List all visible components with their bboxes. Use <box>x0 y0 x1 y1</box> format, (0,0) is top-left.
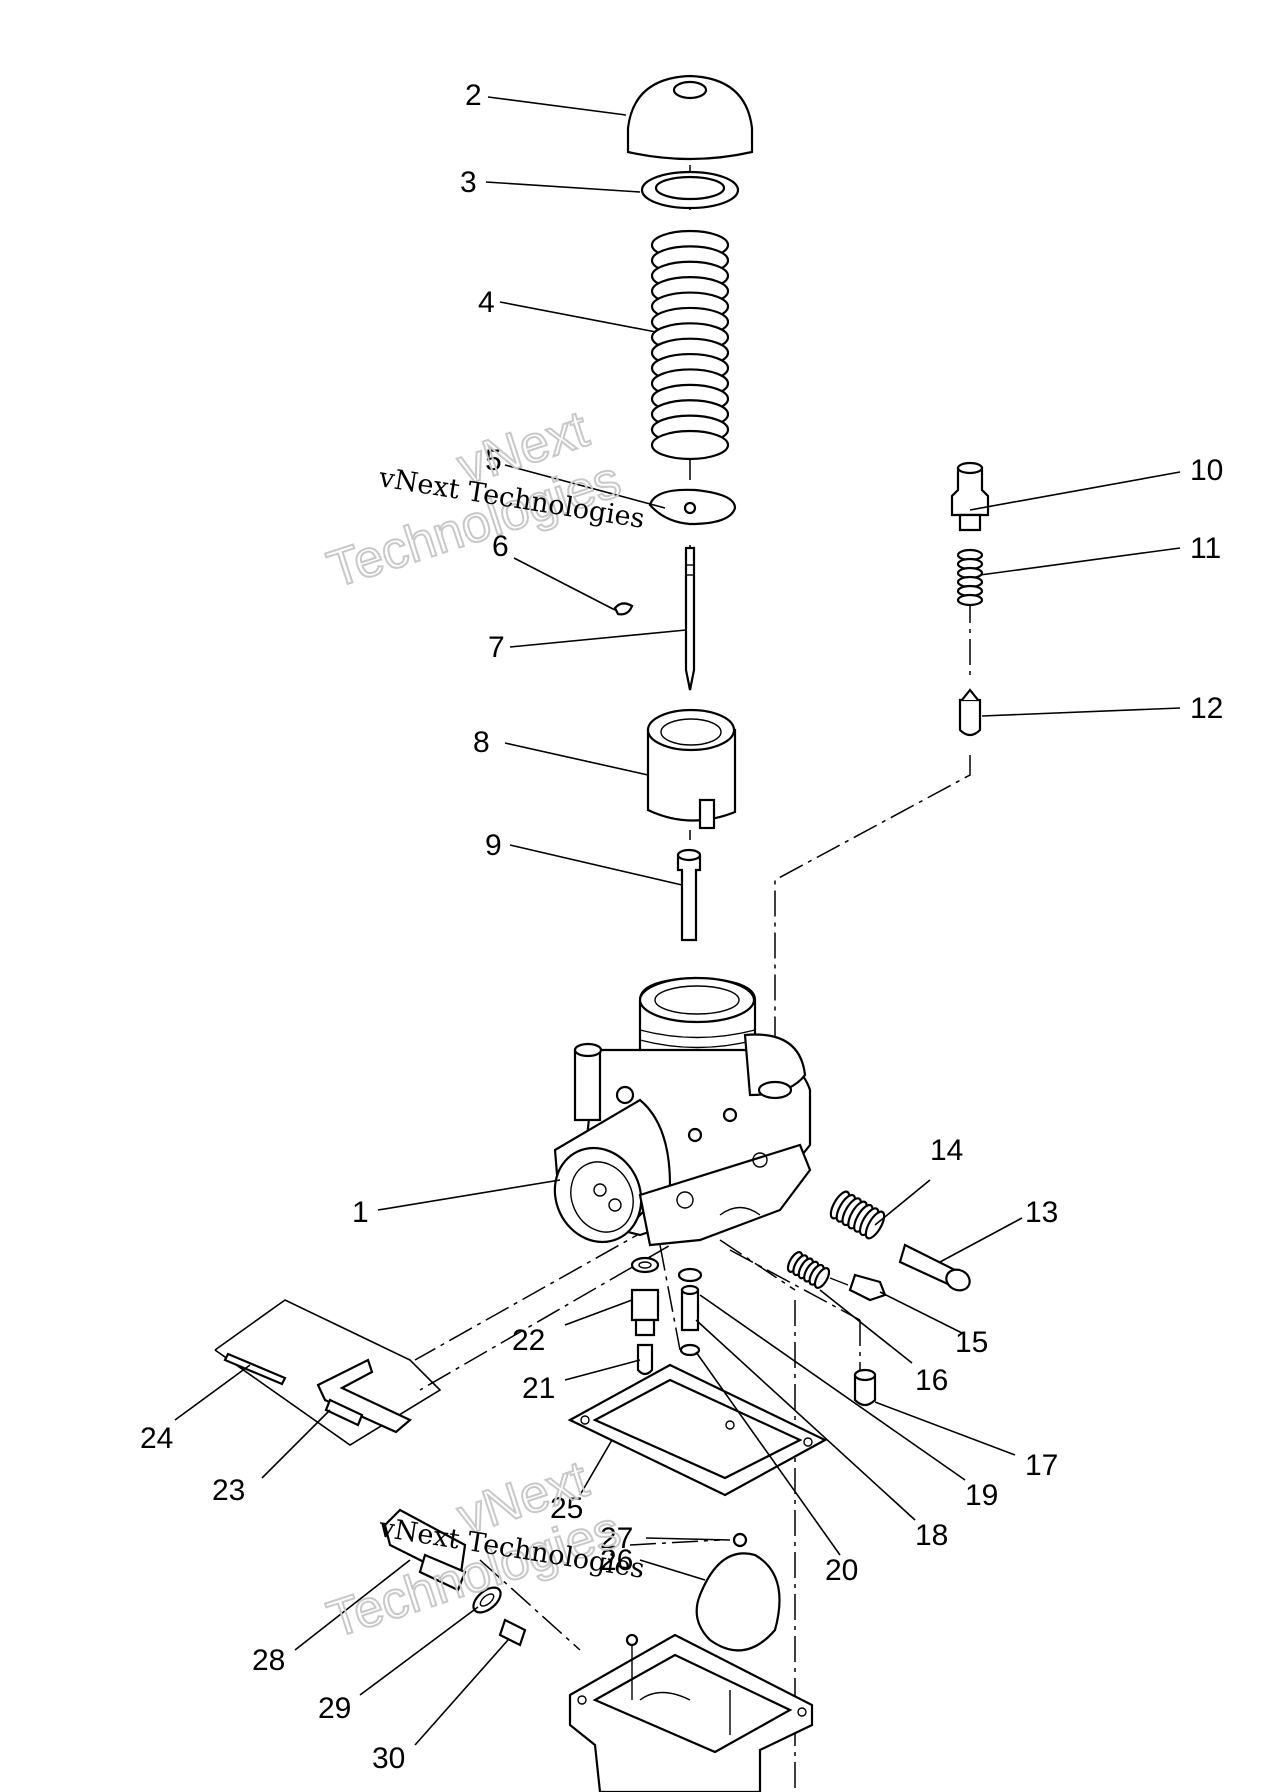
callout-7: 7 <box>488 631 505 664</box>
spring-coil <box>650 429 730 461</box>
part-16-spring <box>786 1251 831 1289</box>
part-9-needle-jet <box>676 848 702 942</box>
callout-26: 26 <box>600 1544 633 1577</box>
part-2-cap <box>626 74 754 161</box>
part-26-float <box>695 1552 781 1652</box>
callout-13: 13 <box>1025 1196 1058 1229</box>
callout-6: 6 <box>492 530 509 563</box>
float-subassembly-outline <box>214 1299 442 1446</box>
callout-19: 19 <box>965 1479 998 1512</box>
part-3-washer <box>640 170 740 210</box>
part-15-air-screw <box>829 1273 887 1302</box>
part-5-plate <box>648 488 737 526</box>
part-6-clip <box>613 602 634 616</box>
spring-coil <box>813 1267 831 1289</box>
callout-4: 4 <box>478 286 495 319</box>
float-bowl <box>568 1633 814 1792</box>
part-21-main-jet <box>630 1288 660 1376</box>
callout-29: 29 <box>318 1692 351 1725</box>
callout-30: 30 <box>372 1742 405 1775</box>
callout-18: 18 <box>915 1519 948 1552</box>
callout-3: 3 <box>460 166 477 199</box>
part-13-throttle-stop-screw <box>898 1243 971 1292</box>
callout-15: 15 <box>955 1326 988 1359</box>
callout-5: 5 <box>485 444 502 477</box>
callout-21: 21 <box>522 1372 555 1405</box>
part-18-pilot-jet <box>680 1284 700 1332</box>
part-22-washer <box>630 1256 660 1274</box>
callout-22: 22 <box>512 1324 545 1357</box>
callout-12: 12 <box>1190 692 1223 725</box>
callout-17: 17 <box>1025 1449 1058 1482</box>
part-24-pin <box>223 1352 287 1386</box>
callout-1: 1 <box>352 1196 369 1229</box>
part-10-screw <box>950 461 990 532</box>
callout-2: 2 <box>465 79 482 112</box>
part-30-jet <box>498 1618 527 1647</box>
callout-11: 11 <box>1190 532 1221 565</box>
spring-coil <box>956 593 984 607</box>
part-28-drain-plug <box>383 1508 467 1592</box>
part-7-needle <box>684 546 696 691</box>
callout-14: 14 <box>930 1134 963 1167</box>
part-14-spring <box>829 1190 886 1240</box>
callout-10: 10 <box>1190 454 1223 487</box>
part-23-float-arm <box>316 1358 413 1434</box>
part-4-spring <box>650 229 730 461</box>
part-17-jet <box>853 1368 877 1407</box>
part-27-ball <box>732 1532 748 1548</box>
callout-8: 8 <box>473 726 490 759</box>
part-25-gasket <box>567 1363 828 1497</box>
part-19-washer <box>677 1267 703 1283</box>
callout-24: 24 <box>140 1422 173 1455</box>
callout-28: 28 <box>252 1644 285 1677</box>
callout-labels: 1 2 3 4 5 6 7 8 9 10 11 12 13 14 15 16 1… <box>140 79 1223 1775</box>
callout-23: 23 <box>212 1474 245 1507</box>
callout-25: 25 <box>550 1492 583 1525</box>
part-8-slide <box>646 708 737 830</box>
callout-16: 16 <box>915 1364 948 1397</box>
callout-9: 9 <box>485 829 502 862</box>
part-20-o-ring <box>679 1343 701 1357</box>
part-1-carburetor-body <box>553 976 812 1247</box>
leader-lines <box>174 96 1181 1746</box>
part-12-float-valve <box>958 688 982 737</box>
watermark-top: vNext Technologies vNext Technologies <box>320 399 647 600</box>
watermark-bottom: vNext Technologies vNext Technologies <box>320 1449 647 1650</box>
callout-27: 27 <box>600 1522 633 1555</box>
callout-20: 20 <box>825 1554 858 1587</box>
part-11-spring <box>956 548 984 607</box>
